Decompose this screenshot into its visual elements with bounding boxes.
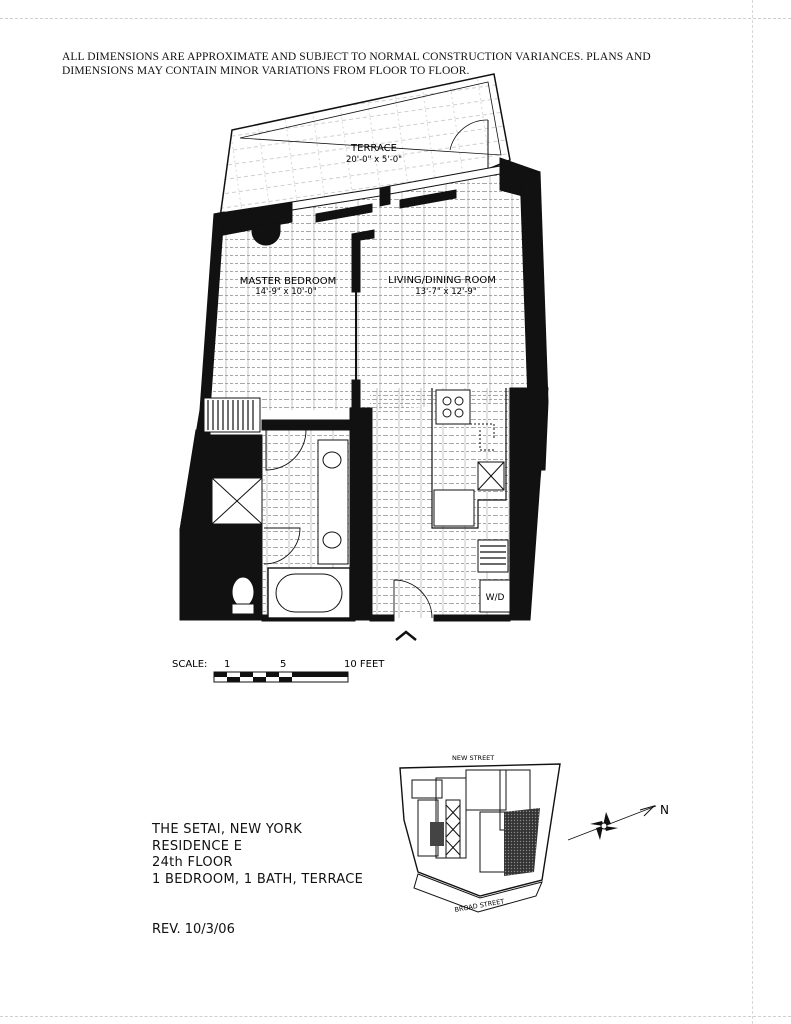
terrace-size: 20'-0" x 5'-0"	[346, 155, 402, 165]
title-block: THE SETAI, NEW YORK RESIDENCE E 24th FLO…	[152, 822, 363, 888]
title-residence: RESIDENCE E	[152, 838, 243, 854]
living-dining-label: LIVING/DINING ROOM	[388, 275, 496, 286]
revision-date: REV. 10/3/06	[152, 922, 235, 937]
scale-tick-5: 5	[280, 659, 286, 670]
title-building: THE SETAI, NEW YORK	[152, 822, 303, 837]
new-street-label: NEW STREET	[452, 754, 494, 762]
title-layout: 1 BEDROOM, 1 BATH, TERRACE	[152, 871, 364, 887]
entry-arrow-icon	[395, 630, 417, 641]
disclaimer-line-2: DIMENSIONS MAY CONTAIN MINOR VARIATIONS …	[62, 65, 470, 77]
scale-tick-10: 10 FEET	[344, 659, 385, 670]
key-plan: NEW STREET BROAD STREET	[399, 754, 561, 914]
title-floor: 24th FLOOR	[152, 855, 233, 870]
interior-fixtures	[203, 292, 511, 619]
living-dining-size: 13'-7" x 12'-9"	[415, 287, 477, 297]
unit-location-marker	[504, 808, 540, 876]
scan-edge-top	[0, 18, 791, 20]
terrace-label: TERRACE	[350, 143, 397, 154]
scale-tick-1: 1	[224, 659, 230, 670]
washer-dryer-label: W/D	[486, 593, 505, 603]
scan-edge-bottom	[0, 1016, 791, 1018]
disclaimer: ALL DIMENSIONS ARE APPROXIMATE AND SUBJE…	[62, 50, 662, 78]
master-bedroom-label: MASTER BEDROOM	[240, 276, 337, 287]
terrace	[219, 73, 511, 219]
master-bedroom-size: 14'-9" x 10'-0"	[255, 287, 317, 297]
compass-north-label: N	[660, 803, 669, 817]
compass-icon: N	[567, 803, 669, 841]
scan-edge-right	[752, 0, 754, 1024]
scale-label: SCALE:	[172, 659, 207, 670]
disclaimer-line-1: ALL DIMENSIONS ARE APPROXIMATE AND SUBJE…	[62, 51, 651, 63]
scale-bar: SCALE: 1 5 10 FEET	[172, 659, 385, 683]
